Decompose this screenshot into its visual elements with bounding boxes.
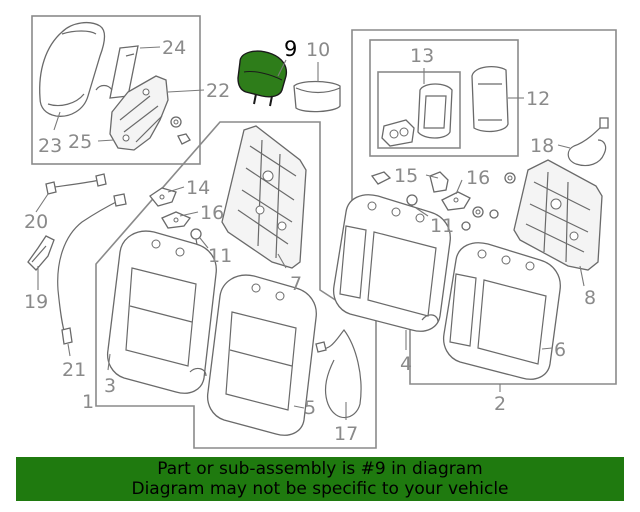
callout-17: 17	[334, 423, 358, 445]
clip-part-15[interactable]	[370, 171, 392, 185]
bolt-right-a[interactable]	[472, 206, 484, 218]
nut-right[interactable]	[504, 172, 516, 184]
callout-21: 21	[62, 359, 86, 381]
callout-6: 6	[554, 339, 566, 361]
lever-part-19[interactable]	[27, 235, 55, 271]
right-seatback-part-6[interactable]	[442, 242, 561, 380]
left-seat-group-box	[95, 121, 377, 449]
callout-10: 10	[306, 39, 330, 61]
release-button-part[interactable]	[381, 119, 415, 147]
headrest-cushion-part[interactable]	[293, 80, 341, 113]
headrest-part-9[interactable]	[237, 50, 288, 107]
callout-4: 4	[400, 353, 412, 375]
bolt-right-b[interactable]	[489, 209, 499, 219]
left-seatback-part-5[interactable]	[206, 274, 317, 436]
callout-2: 2	[494, 393, 506, 415]
callout-1: 1	[82, 391, 94, 413]
callout-18: 18	[530, 135, 554, 157]
cable-part-18[interactable]	[567, 117, 609, 167]
callout-3: 3	[104, 375, 116, 397]
callout-16-left: 16	[200, 202, 224, 224]
cable-part-20[interactable]	[45, 173, 107, 195]
callout-23: 23	[38, 135, 62, 157]
callout-11-right: 11	[430, 215, 454, 237]
callout-22: 22	[206, 80, 230, 102]
cover-part-13[interactable]	[417, 83, 453, 139]
callout-13: 13	[410, 45, 434, 67]
callout-16-right: 16	[466, 167, 490, 189]
banner-line-1: Part or sub-assembly is #9 in diagram	[157, 459, 483, 479]
clip-right[interactable]	[421, 314, 439, 323]
banner-line-2: Diagram may not be specific to your vehi…	[131, 479, 509, 499]
cover-group-box	[377, 71, 461, 149]
left-seatback-part[interactable]	[106, 230, 217, 394]
bracket-part-16-right[interactable]	[441, 191, 471, 211]
cable-part-17[interactable]	[315, 329, 362, 419]
armrest-bolt[interactable]	[170, 116, 182, 128]
armrest-screw[interactable]	[177, 133, 191, 145]
leader-lines	[35, 46, 585, 420]
callout-25: 25	[68, 131, 92, 153]
bracket-part-16-left[interactable]	[161, 211, 192, 229]
callout-15: 15	[394, 165, 418, 187]
screw-right[interactable]	[461, 221, 471, 231]
callout-5: 5	[304, 397, 316, 419]
cushion-part-12[interactable]	[471, 65, 509, 133]
callout-11-left: 11	[208, 245, 232, 267]
bracket-part-14[interactable]	[149, 187, 177, 207]
cable-part-21[interactable]	[57, 193, 127, 345]
callout-19: 19	[24, 291, 48, 313]
part-info-banner: Part or sub-assembly is #9 in diagram Di…	[16, 457, 624, 501]
callout-24: 24	[162, 37, 186, 59]
bracket-part-15[interactable]	[429, 171, 449, 193]
clip-left[interactable]	[189, 367, 207, 377]
callout-14: 14	[186, 177, 210, 199]
callout-12: 12	[526, 88, 550, 110]
right-seatback-frame-part[interactable]	[513, 159, 603, 271]
callout-8: 8	[584, 287, 596, 309]
right-seatback-part-4[interactable]	[332, 194, 451, 332]
callout-9: 9	[284, 37, 297, 61]
callout-20: 20	[24, 211, 48, 233]
armrest-bracket-part[interactable]	[95, 75, 169, 151]
callout-7: 7	[290, 273, 302, 295]
left-seatback-frame-part[interactable]	[221, 125, 307, 269]
armrest-part[interactable]	[39, 21, 106, 117]
